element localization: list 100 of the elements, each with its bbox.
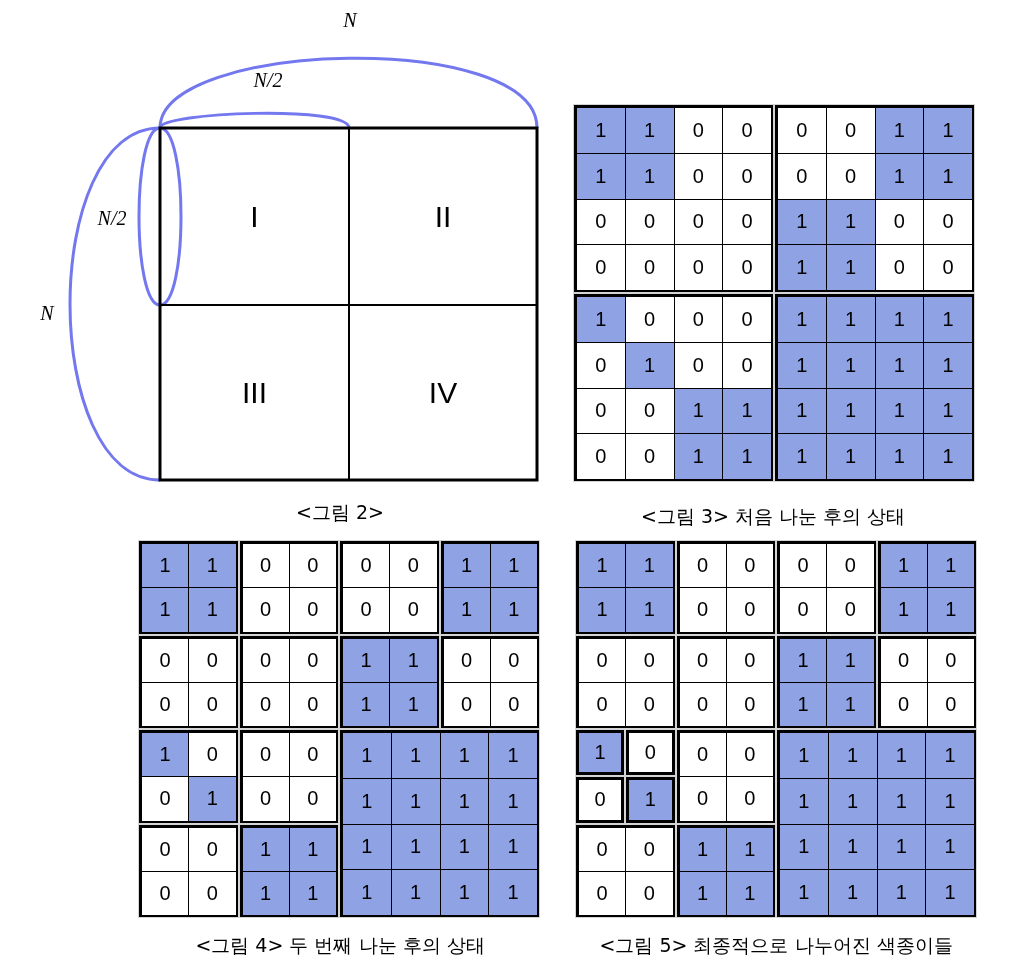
quadrant-box <box>349 305 537 480</box>
grid-cell: 1 <box>576 296 626 343</box>
grid-cell: 0 <box>241 732 290 778</box>
grid-cell: 1 <box>777 198 827 246</box>
grid-cell: 1 <box>925 823 975 871</box>
grid-cell: 0 <box>879 681 928 727</box>
grid-cell: 0 <box>288 543 337 589</box>
grid-cell: 0 <box>241 776 290 822</box>
grid-cell: 1 <box>874 341 925 389</box>
grid-cell: 1 <box>779 777 829 825</box>
grid-cell: 1 <box>624 341 675 389</box>
grid-cell: 1 <box>141 732 190 778</box>
grid-cell: 1 <box>488 823 538 871</box>
grid-cell: 1 <box>342 869 392 916</box>
grid-cell: 1 <box>779 681 828 727</box>
grid-cell: 0 <box>779 543 828 589</box>
grid-cell: 0 <box>625 637 674 683</box>
grid-cell: 0 <box>624 296 675 343</box>
grid-cell: 1 <box>390 777 441 825</box>
grid-cell: 1 <box>825 433 876 480</box>
grid-cell: 1 <box>926 543 975 589</box>
quadrant-box <box>160 128 349 305</box>
grid-cell: 1 <box>725 870 774 916</box>
grid-cell: 0 <box>926 637 975 683</box>
grid-cell: 0 <box>678 681 727 727</box>
grid-cell: 1 <box>779 823 829 871</box>
quadrant-box <box>160 305 349 480</box>
grid-cell: 1 <box>825 244 876 291</box>
grid-cell: 1 <box>442 587 491 633</box>
grid-cell: 0 <box>141 826 190 872</box>
grid-cell: 1 <box>628 779 673 821</box>
grid-cell: 0 <box>141 870 190 916</box>
grid-cell: 1 <box>779 869 829 916</box>
grid-cell: 1 <box>874 152 925 200</box>
grid-cell: 0 <box>624 244 675 291</box>
grid-cell: 1 <box>777 433 827 480</box>
grid-cell: 1 <box>879 543 928 589</box>
grid-cell: 0 <box>678 776 727 822</box>
grid-cell: 1 <box>489 587 538 633</box>
grid-cell: 0 <box>188 681 237 727</box>
grid-cell: 0 <box>241 587 290 633</box>
grid-cell: 1 <box>576 107 626 154</box>
quadrant-label: IV <box>428 375 458 410</box>
grid-cell: 1 <box>874 296 925 343</box>
quadrant-label: III <box>242 375 267 410</box>
grid-cell: 0 <box>389 587 438 633</box>
grid-cell: 1 <box>488 777 538 825</box>
grid-cell: 1 <box>241 826 290 872</box>
grid-cell: 1 <box>826 637 875 683</box>
dimension-label: N/2 <box>97 206 127 230</box>
grid-cell: 0 <box>288 776 337 822</box>
grid-cell: 1 <box>578 587 627 633</box>
grid-cell: 1 <box>825 341 876 389</box>
grid-cell: 0 <box>678 587 727 633</box>
grid-cell: 0 <box>188 637 237 683</box>
grid-cell: 0 <box>576 433 626 480</box>
grid-cell: 1 <box>673 433 724 480</box>
grid-cell: 1 <box>827 869 878 916</box>
grid-cell: 1 <box>439 777 490 825</box>
grid-cell: 0 <box>725 637 774 683</box>
grid-cell: 0 <box>442 681 491 727</box>
grid-cell: 1 <box>678 870 727 916</box>
grid-cell: 1 <box>923 152 973 200</box>
grid-cell: 1 <box>439 869 490 916</box>
dimension-label: N <box>40 301 54 325</box>
grid-cell: 0 <box>389 543 438 589</box>
grid-cell: 1 <box>625 543 674 589</box>
grid-cell: 1 <box>488 732 538 779</box>
grid-cell: 1 <box>777 387 827 435</box>
grid-cell: 1 <box>390 732 441 779</box>
grid-cell: 0 <box>489 637 538 683</box>
grid-cell: 0 <box>576 387 626 435</box>
grid-cell: 0 <box>578 779 623 821</box>
grid-cell: 1 <box>576 152 626 200</box>
grid-cell: 0 <box>141 637 190 683</box>
grid-cell: 0 <box>625 870 674 916</box>
grid-cell: 1 <box>188 776 237 822</box>
grid-cell: 0 <box>725 587 774 633</box>
grid-cell: 1 <box>825 296 876 343</box>
grid-cell: 1 <box>725 826 774 872</box>
grid-cell: 0 <box>576 341 626 389</box>
grid-cell: 0 <box>576 244 626 291</box>
grid-cell: 1 <box>188 543 237 589</box>
grid-cell: 0 <box>725 776 774 822</box>
grid-cell: 1 <box>578 732 623 774</box>
quadrant-box <box>349 128 537 305</box>
grid-cell: 1 <box>925 777 975 825</box>
grid-cell: 0 <box>779 587 828 633</box>
grid-cell: 1 <box>874 107 925 154</box>
grid-cell: 0 <box>673 341 724 389</box>
grid-cell: 1 <box>342 732 392 779</box>
grid-cell: 0 <box>624 433 675 480</box>
grid-cell: 0 <box>826 543 875 589</box>
grid-cell: 1 <box>879 587 928 633</box>
grid-cell: 0 <box>342 587 391 633</box>
grid-cell: 1 <box>827 732 878 779</box>
grid-cell: 1 <box>923 107 973 154</box>
grid-cell: 0 <box>777 107 827 154</box>
grid-cell: 1 <box>826 681 875 727</box>
grid-cell: 0 <box>673 296 724 343</box>
